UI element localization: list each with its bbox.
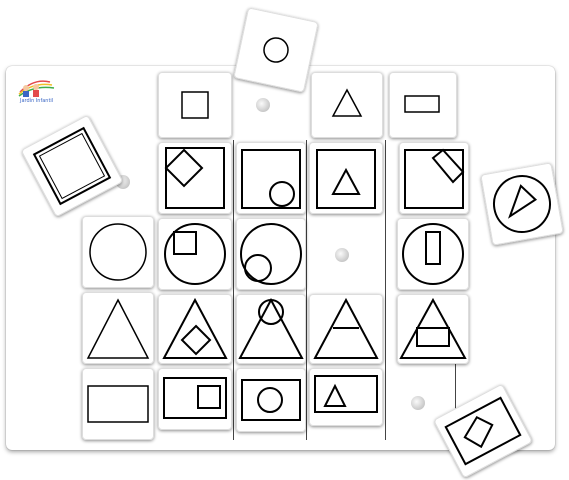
- cell-triangle-with-diamond[interactable]: [158, 294, 232, 364]
- header-tile-triangle[interactable]: [311, 72, 383, 138]
- cell-rectangle-with-square[interactable]: [158, 368, 232, 430]
- header-tile-circle[interactable]: [82, 216, 154, 288]
- logo-caption: Jardín Infantil: [20, 98, 53, 104]
- loose-piece-circle[interactable]: [233, 7, 318, 92]
- empty-peg: [411, 396, 425, 410]
- rectangle-icon: [242, 380, 300, 420]
- cell-circle-with-circle[interactable]: [236, 218, 306, 290]
- triangle-icon: [333, 170, 359, 194]
- circle-icon: [259, 300, 283, 324]
- empty-peg: [256, 98, 270, 112]
- circle-icon: [241, 224, 301, 284]
- diamond-icon: [166, 150, 202, 186]
- grid-line: [306, 140, 307, 440]
- square-icon: [34, 128, 110, 204]
- circle-icon: [90, 224, 146, 280]
- loose-piece-circle-with-triangle[interactable]: [480, 162, 563, 245]
- cell-square-with-triangle[interactable]: [309, 142, 383, 214]
- diamond-icon: [459, 413, 499, 452]
- cell-rectangle-with-circle[interactable]: [236, 368, 306, 432]
- header-tile-square[interactable]: [158, 72, 232, 138]
- cell-square-with-circle[interactable]: [236, 142, 306, 214]
- triangle-icon: [325, 386, 345, 406]
- square-icon: [174, 232, 196, 254]
- square-icon: [198, 386, 220, 408]
- cell-circle-with-rectangle[interactable]: [397, 218, 469, 290]
- rectangle-icon: [405, 96, 439, 112]
- circle-icon: [245, 255, 271, 281]
- triangle-icon: [240, 300, 302, 358]
- header-tile-rectangle[interactable]: [389, 72, 457, 138]
- rectangle-icon: [426, 232, 440, 264]
- cell-square-with-tilted-rectangle[interactable]: [399, 142, 469, 214]
- triangle-icon: [333, 90, 361, 116]
- circle-icon: [490, 172, 555, 237]
- empty-peg: [335, 248, 349, 262]
- circle-icon: [258, 388, 282, 412]
- cell-triangle-with-line[interactable]: [309, 294, 383, 364]
- kids-logo-icon: [14, 76, 72, 110]
- rectangle-icon: [446, 398, 520, 464]
- triangle-icon: [505, 184, 537, 216]
- cell-square-with-diamond[interactable]: [158, 142, 232, 214]
- square-icon: [182, 92, 208, 118]
- grid-line: [233, 140, 234, 440]
- triangle-icon: [164, 300, 226, 358]
- triangle-icon: [88, 300, 148, 358]
- circle-icon: [270, 182, 294, 206]
- square-icon: [317, 150, 375, 208]
- square-icon: [40, 134, 105, 199]
- cell-triangle-with-circle[interactable]: [236, 294, 306, 364]
- rectangle-icon: [433, 150, 463, 182]
- diamond-icon: [182, 326, 210, 354]
- cell-triangle-with-rectangle[interactable]: [397, 294, 469, 364]
- school-logo: Jardín Infantil: [14, 76, 72, 110]
- header-tile-rectangle-row[interactable]: [82, 368, 154, 440]
- cell-circle-with-square[interactable]: [158, 218, 232, 290]
- rectangle-icon: [417, 328, 449, 346]
- circle-icon: [262, 36, 290, 64]
- header-tile-triangle-row[interactable]: [82, 292, 154, 364]
- rectangle-icon: [88, 386, 148, 422]
- grid-line: [385, 140, 386, 440]
- rectangle-icon: [164, 378, 226, 418]
- cell-rectangle-with-triangle[interactable]: [309, 368, 383, 426]
